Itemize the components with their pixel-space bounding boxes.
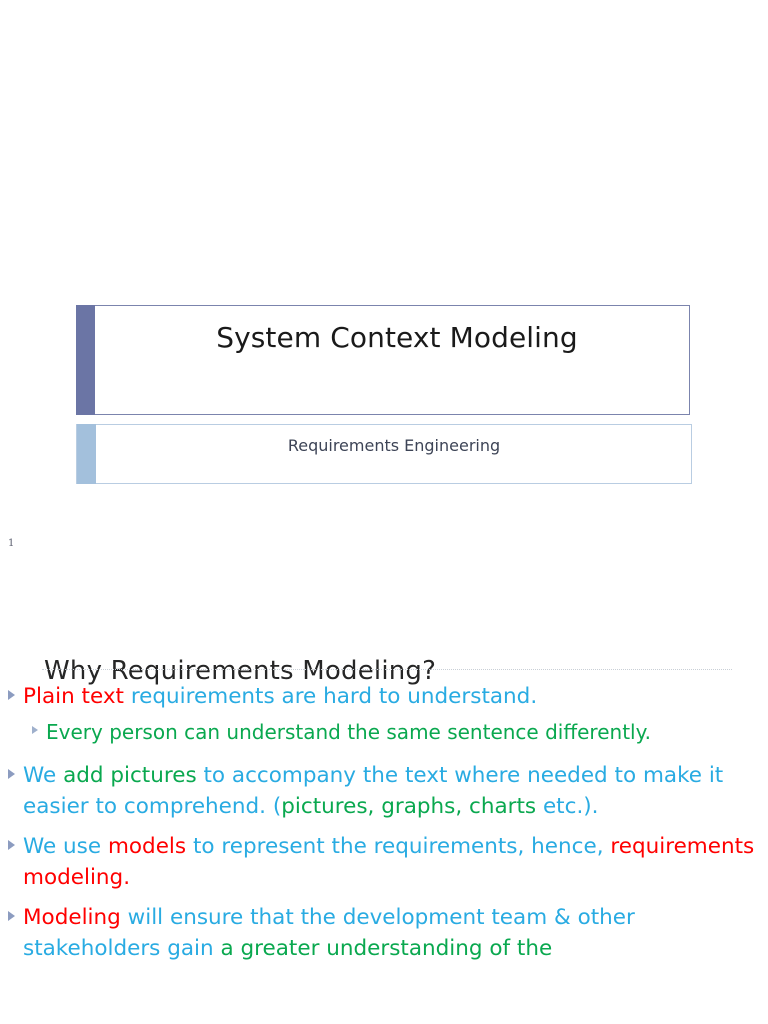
bullet-text: Every person can understand the same sen… bbox=[46, 717, 728, 748]
text-run-cyan: requirements are hard to understand. bbox=[123, 684, 538, 709]
text-run-red: Modeling bbox=[23, 905, 121, 930]
bullet-triangle-icon bbox=[8, 769, 15, 779]
text-run-green: add pictures bbox=[63, 763, 204, 788]
bullet-triangle-icon bbox=[8, 690, 15, 700]
text-run-red: models bbox=[107, 834, 187, 859]
bullet-triangle-icon bbox=[8, 911, 15, 921]
bullet-text: We use models to represent the requireme… bbox=[23, 831, 758, 893]
text-run-cyan: We bbox=[23, 763, 64, 788]
heading-divider bbox=[42, 669, 732, 670]
bullet-item: We use models to represent the requireme… bbox=[0, 831, 768, 893]
text-run-cyan: to accompany the text where needed to ma… bbox=[23, 763, 724, 819]
bullet-triangle-icon bbox=[32, 726, 38, 734]
bullet-text: Plain text requirements are hard to unde… bbox=[23, 681, 758, 712]
text-run-cyan: etc.). bbox=[536, 794, 599, 819]
text-run-green: a greater understanding of the bbox=[220, 936, 553, 961]
text-run-red: Plain text bbox=[23, 684, 124, 709]
bullet-list: Plain text requirements are hard to unde… bbox=[0, 681, 768, 973]
bullet-text: We add pictures to accompany the text wh… bbox=[23, 760, 758, 822]
page-number: 1 bbox=[8, 538, 15, 549]
title-box bbox=[76, 305, 690, 415]
text-run-green: pictures, graphs, charts bbox=[281, 794, 537, 819]
text-run-green: Every person can understand the same sen… bbox=[46, 720, 651, 744]
content-slide: Why Requirements Modeling? Plain text re… bbox=[0, 565, 768, 1024]
slide-title: System Context Modeling bbox=[216, 321, 578, 354]
bullet-triangle-icon bbox=[8, 840, 15, 850]
slide-subtitle: Requirements Engineering bbox=[287, 436, 501, 455]
content-heading: Why Requirements Modeling? bbox=[44, 655, 437, 686]
text-run-cyan: will ensure that the development team & … bbox=[23, 905, 635, 961]
bullet-item: Every person can understand the same sen… bbox=[0, 717, 768, 748]
title-text-wrapper: System Context Modeling bbox=[76, 305, 690, 415]
text-run-cyan: We use bbox=[23, 834, 108, 859]
text-run-red: requirements modeling. bbox=[23, 834, 755, 890]
bullet-text: Modeling will ensure that the developmen… bbox=[23, 902, 758, 964]
title-slide: System Context Modeling Requirements Eng… bbox=[8, 305, 692, 549]
title-accent-bar bbox=[76, 305, 95, 415]
subtitle-accent-bar bbox=[77, 424, 96, 484]
bullet-item: Modeling will ensure that the developmen… bbox=[0, 902, 768, 964]
text-run-cyan: to represent the requirements, hence, bbox=[186, 834, 611, 859]
subtitle-box bbox=[76, 424, 692, 484]
bullet-item: We add pictures to accompany the text wh… bbox=[0, 760, 768, 822]
bullet-item: Plain text requirements are hard to unde… bbox=[0, 681, 768, 712]
